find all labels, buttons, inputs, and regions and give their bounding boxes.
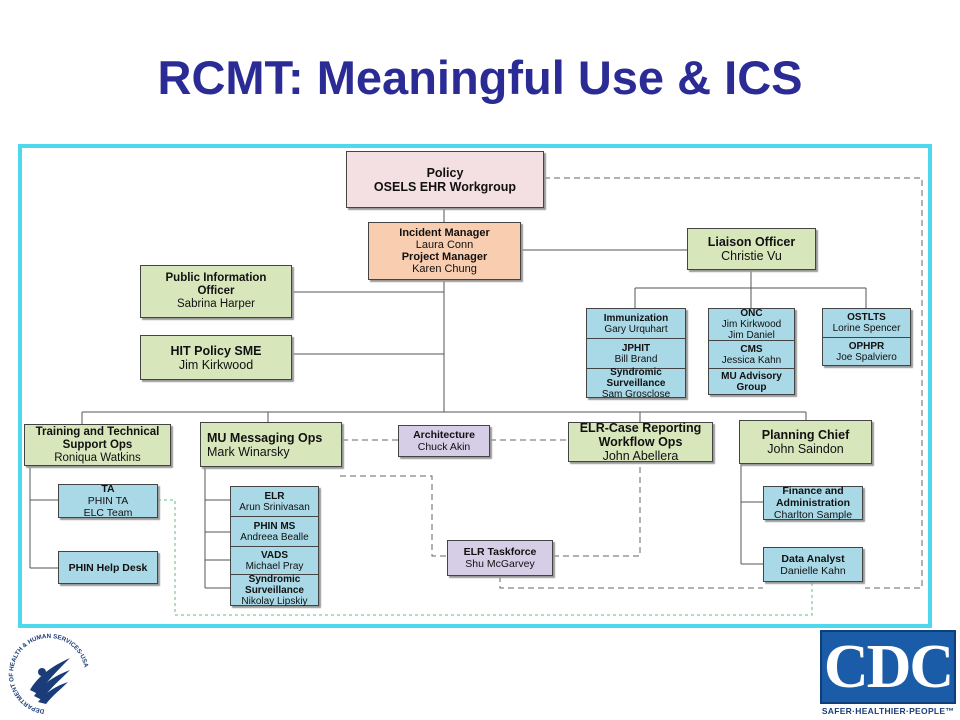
data-analyst-box: Data Analyst Danielle Kahn (763, 547, 863, 582)
syndromic-name: Sam Grosclose (601, 388, 671, 400)
liaison-officer-role: Liaison Officer (707, 235, 796, 249)
planning-chief-box: Planning Chief John Saindon (739, 420, 872, 464)
incident-manager-box: Incident Manager Laura Conn Project Mana… (368, 222, 521, 280)
project-manager-role: Project Manager (401, 251, 488, 263)
policy-subtitle: OSELS EHR Workgroup (373, 179, 517, 194)
hit-policy-role: HIT Policy SME (170, 343, 262, 358)
architecture-role: Architecture (413, 429, 475, 441)
hhs-logo-icon: DEPARTMENT OF HEALTH & HUMAN SERVICES·US… (8, 633, 90, 715)
training-role-line2: Support Ops (62, 438, 133, 451)
finance-role-line1: Finance and (782, 485, 844, 497)
phin-ms-cell: PHIN MS Andreea Bealle (231, 517, 318, 547)
page-title: RCMT: Meaningful Use & ICS (157, 51, 803, 104)
elr-taskforce-box: ELR Taskforce Shu McGarvey (447, 540, 553, 576)
ostlts-stack: OSTLTS Lorine Spencer OPHPR Joe Spalvier… (822, 308, 911, 366)
onc-name2: Jim Daniel (728, 330, 775, 341)
ophpr-cell: OPHPR Joe Spalviero (823, 338, 910, 366)
elr-taskforce-role: ELR Taskforce (463, 546, 537, 558)
data-analyst-role: Data Analyst (781, 552, 845, 565)
data-analyst-name: Danielle Kahn (780, 564, 846, 577)
cms-role: CMS (740, 343, 763, 355)
cdc-logo-text: CDC (823, 633, 954, 701)
immunization-name: Gary Urquhart (604, 323, 668, 335)
syndromic2-name: Nikolay Lipskiy (241, 595, 308, 607)
training-role-line1: Training and Technical (35, 425, 160, 438)
incident-manager-name: Laura Conn (415, 239, 474, 251)
onc-role: ONC (740, 308, 763, 319)
immunization-cell: Immunization Gary Urquhart (587, 309, 685, 339)
training-support-ops-box: Training and Technical Support Ops Roniq… (24, 424, 171, 466)
elr-cell: ELR Arun Srinivasan (231, 487, 318, 517)
cms-cell: CMS Jessica Kahn (709, 341, 794, 369)
syndromic-surveillance-2-cell: Syndromic Surveillance Nikolay Lipskiy (231, 573, 318, 607)
liaison-officer-box: Liaison Officer Christie Vu (687, 228, 816, 270)
hit-policy-sme-box: HIT Policy SME Jim Kirkwood (140, 335, 292, 380)
elr-case-reporting-ops-box: ELR-Case Reporting Workflow Ops John Abe… (568, 421, 713, 463)
immunization-stack: Immunization Gary Urquhart JPHIT Bill Br… (586, 308, 686, 400)
pio-role-line2: Officer (197, 285, 235, 297)
elr-stack: ELR Arun Srinivasan PHIN MS Andreea Beal… (230, 486, 319, 607)
ta-name1: PHIN TA (87, 495, 129, 507)
onc-cell: ONC Jim Kirkwood Jim Daniel (709, 308, 794, 341)
immunization-role: Immunization (603, 312, 669, 324)
phin-help-desk-box: PHIN Help Desk (58, 551, 158, 584)
org-chart-frame (18, 144, 932, 628)
finance-role-line2: Administration (775, 497, 851, 509)
training-name: Roniqua Watkins (54, 451, 141, 464)
policy-title: Policy (426, 165, 464, 180)
project-manager-name: Karen Chung (412, 263, 477, 275)
cdc-logo-badge: CDC (820, 630, 956, 704)
jphit-cell: JPHIT Bill Brand (587, 339, 685, 369)
finance-administration-box: Finance and Administration Charlton Samp… (763, 485, 863, 521)
syndromic2-role: Syndromic Surveillance (245, 573, 304, 596)
mu-advisory-cell: MU Advisory Group (709, 369, 794, 394)
ostlts-role: OSTLTS (847, 312, 886, 323)
vads-name: Michael Pray (245, 560, 304, 572)
ophpr-role: OPHPR (848, 341, 885, 352)
jphit-name: Bill Brand (614, 353, 658, 365)
onc-name1: Jim Kirkwood (721, 319, 782, 330)
hit-policy-name: Jim Kirkwood (178, 357, 254, 372)
elr-taskforce-name: Shu McGarvey (465, 558, 535, 570)
syndromic-surveillance-cell: Syndromic Surveillance Sam Grosclose (587, 366, 685, 400)
architecture-box: Architecture Chuck Akin (398, 425, 490, 457)
architecture-name: Chuck Akin (417, 441, 471, 453)
elr-name: Arun Srinivasan (239, 501, 310, 513)
elr-case-role-line2: Workflow Ops (598, 435, 683, 449)
ta-role: TA (101, 483, 115, 495)
public-information-officer-box: Public Information Officer Sabrina Harpe… (140, 265, 292, 318)
liaison-officer-name: Christie Vu (721, 249, 782, 263)
planning-chief-name: John Saindon (767, 442, 844, 456)
vads-role: VADS (260, 549, 289, 561)
pio-role-line1: Public Information (165, 272, 267, 284)
jphit-role: JPHIT (621, 342, 651, 354)
cms-name: Jessica Kahn (721, 354, 782, 366)
ophpr-name: Joe Spalviero (836, 352, 897, 363)
ta-name2: ELC Team (83, 507, 133, 519)
onc-stack: ONC Jim Kirkwood Jim Daniel CMS Jessica … (708, 308, 795, 395)
mu-messaging-role: MU Messaging Ops (207, 430, 323, 445)
phin-help-desk-role: PHIN Help Desk (68, 561, 148, 574)
vads-cell: VADS Michael Pray (231, 547, 318, 575)
cdc-logo: CDC SAFER·HEALTHIER·PEOPLE™ (820, 630, 956, 718)
pio-name: Sabrina Harper (177, 298, 255, 310)
cdc-tagline: SAFER·HEALTHIER·PEOPLE™ (821, 706, 955, 716)
elr-role: ELR (264, 490, 285, 502)
phin-ms-name: Andreea Bealle (240, 531, 309, 543)
ta-box: TA PHIN TA ELC Team (58, 483, 158, 519)
ostlts-cell: OSTLTS Lorine Spencer (823, 309, 910, 338)
elr-case-role-line1: ELR-Case Reporting (579, 421, 702, 435)
mu-advisory-role: MU Advisory Group (721, 370, 782, 393)
mu-messaging-name: Mark Winarsky (207, 444, 290, 459)
phin-ms-role: PHIN MS (253, 520, 296, 532)
ostlts-name: Lorine Spencer (832, 323, 901, 334)
planning-chief-role: Planning Chief (761, 428, 850, 442)
syndromic-role: Syndromic Surveillance (606, 366, 666, 389)
incident-manager-role: Incident Manager (399, 227, 490, 239)
elr-case-name: John Abellera (602, 449, 679, 463)
policy-box: Policy OSELS EHR Workgroup (346, 151, 544, 208)
finance-name: Charlton Sample (773, 509, 853, 521)
mu-messaging-ops-box: MU Messaging Ops Mark Winarsky (200, 422, 342, 467)
